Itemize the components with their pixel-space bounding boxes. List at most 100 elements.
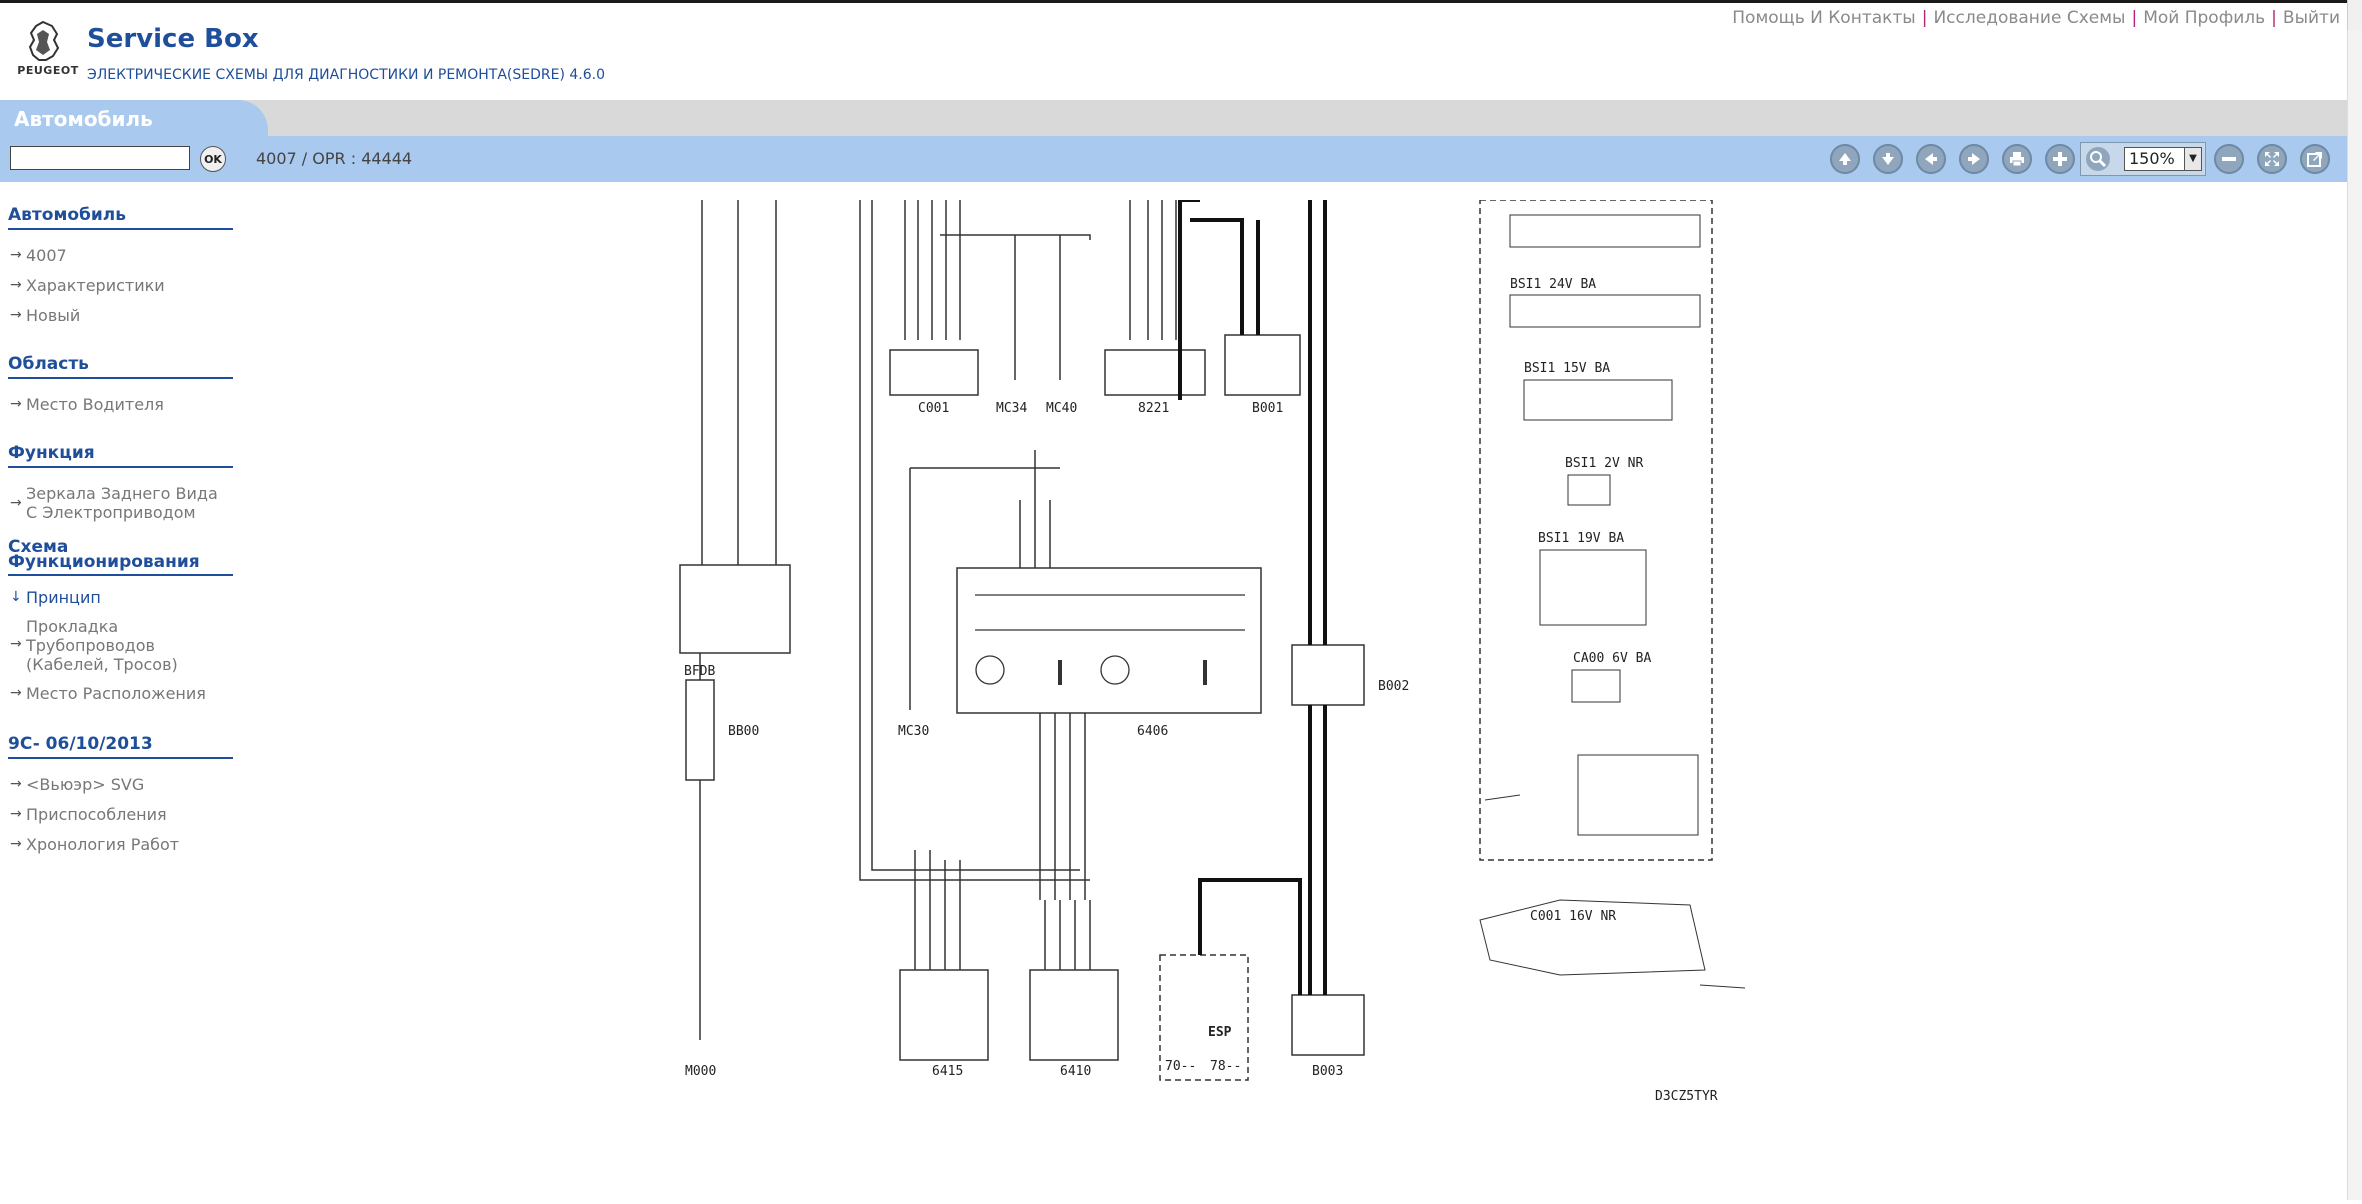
sidebar-item-label: Зеркала Заднего Вида С Электроприводом: [26, 484, 218, 522]
label-b002: B002: [1378, 679, 1409, 694]
arrow-right-icon: →: [10, 277, 22, 293]
logout-link[interactable]: Выйти: [2282, 8, 2340, 28]
sidebar-item-label: Принцип: [26, 588, 101, 607]
scroll-left-tool-button[interactable]: [1916, 144, 1946, 174]
sidebar-item-label: Приспособления: [26, 805, 167, 824]
label-reference: D3CZ5TYR: [1655, 1089, 1718, 1100]
arrow-right-icon: →: [10, 636, 22, 652]
label-6406: 6406: [1137, 724, 1168, 739]
top-links: Помощь И Контакты|Исследование Схемы|Мой…: [1732, 8, 2340, 28]
zoom-value: 150%: [2129, 149, 2175, 168]
label-6415: 6415: [932, 1064, 963, 1079]
help-contacts-link[interactable]: Помощь И Контакты: [1732, 8, 1916, 28]
tab-vehicle[interactable]: Автомобиль: [0, 100, 268, 136]
arrow-right-icon: →: [10, 247, 22, 263]
lion-icon: [28, 20, 60, 61]
sidebar-item-new[interactable]: →Новый: [8, 306, 233, 325]
section-version-title: 9C- 06/10/2013: [8, 735, 233, 759]
arrow-right-icon: →: [10, 495, 22, 511]
scroll-up-button[interactable]: [2347, 0, 2362, 30]
window-top-border: [0, 0, 2362, 3]
schema-research-link[interactable]: Исследование Схемы: [1933, 8, 2126, 28]
peugeot-logo: PEUGEOT: [8, 20, 80, 82]
arrow-right-icon: →: [10, 396, 22, 412]
label-c001-16v: C001 16V NR: [1530, 909, 1616, 924]
sidebar-item-history[interactable]: →Хронология Работ: [8, 835, 233, 854]
plus-icon: [2053, 152, 2067, 166]
section-vehicle-title: Автомобиль: [8, 206, 233, 230]
label-esp: ESP: [1208, 1025, 1232, 1040]
sidebar-item-location[interactable]: →Место Расположения: [8, 684, 233, 703]
arrow-right-icon: →: [10, 776, 22, 792]
scroll-right-tool-button[interactable]: [1959, 144, 1989, 174]
sidebar-item-driver-area[interactable]: →Место Водителя: [8, 395, 233, 414]
label-bfdb: BFDB: [684, 664, 715, 679]
arrow-right-icon: →: [10, 806, 22, 822]
breadcrumb: 4007 / OPR : 44444: [256, 149, 413, 168]
label-8221: 8221: [1138, 401, 1169, 416]
fit-to-window-button[interactable]: [2257, 144, 2287, 174]
vin-search-input[interactable]: [10, 146, 190, 170]
label-bsi1-15v: BSI1 15V BA: [1524, 361, 1610, 376]
label-m000: M000: [685, 1064, 716, 1079]
label-bsi1-2v: BSI1 2V NR: [1565, 456, 1643, 471]
sidebar-item-label: <Вьюэр> SVG: [26, 775, 145, 794]
label-esp-code: 78--: [1210, 1059, 1241, 1074]
sidebar-item-svg-viewer[interactable]: →<Вьюэр> SVG: [8, 775, 233, 794]
chevron-down-icon: ▼: [2184, 148, 2201, 170]
open-new-window-button[interactable]: [2300, 144, 2330, 174]
section-area-title: Область: [8, 355, 233, 379]
label-mc40: MC40: [1046, 401, 1077, 416]
scroll-down-tool-button[interactable]: [1873, 144, 1903, 174]
vertical-scrollbar[interactable]: [2347, 30, 2362, 1200]
tab-vehicle-label: Автомобиль: [14, 107, 153, 131]
arrow-left-icon: [1925, 153, 1937, 165]
app-title: Service Box: [87, 24, 259, 54]
label-bsi1-24v: BSI1 24V BA: [1510, 277, 1596, 292]
sidebar-item-label: 4007: [26, 246, 67, 265]
arrow-right-icon: [1968, 153, 1980, 165]
toolbar: [0, 136, 2348, 182]
zoom-in-button[interactable]: [2045, 144, 2075, 174]
minus-icon: [2222, 157, 2236, 161]
fit-window-icon: [2265, 152, 2279, 166]
zoom-select[interactable]: 150% ▼: [2124, 147, 2202, 171]
print-button[interactable]: [2002, 144, 2032, 174]
sidebar-item-4007[interactable]: →4007: [8, 246, 233, 265]
scroll-up-tool-button[interactable]: [1830, 144, 1860, 174]
label-abs-code: 70--: [1165, 1059, 1196, 1074]
arrow-right-icon: →: [10, 307, 22, 323]
section-function-title: Функция: [8, 444, 233, 468]
arrow-down-icon: ↓: [10, 589, 22, 605]
sidebar-item-label: Характеристики: [26, 276, 165, 295]
label-b003: B003: [1312, 1064, 1343, 1079]
sidebar-item-mirrors[interactable]: →Зеркала Заднего Вида С Электроприводом: [8, 484, 233, 522]
sidebar-item-label: Хронология Работ: [26, 835, 180, 854]
section-scheme-title: Схема Функционирования: [8, 539, 233, 576]
app-subtitle: ЭЛЕКТРИЧЕСКИЕ СХЕМЫ ДЛЯ ДИАГНОСТИКИ И РЕ…: [87, 67, 605, 83]
arrow-right-icon: →: [10, 836, 22, 852]
label-mc30: MC30: [898, 724, 929, 739]
label-bsi1-19v: BSI1 19V BA: [1538, 531, 1624, 546]
arrow-right-icon: →: [10, 685, 22, 701]
label-6410: 6410: [1060, 1064, 1091, 1079]
printer-icon: [2010, 152, 2024, 167]
zoom-out-button[interactable]: [2214, 144, 2244, 174]
sidebar-item-principle[interactable]: ↓Принцип: [8, 588, 233, 607]
label-c001: C001: [918, 401, 949, 416]
magnifier-icon[interactable]: [2085, 146, 2111, 172]
sidebar-item-label: Новый: [26, 306, 81, 325]
label-bb00: BB00: [728, 724, 759, 739]
sidebar-item-tools[interactable]: →Приспособления: [8, 805, 233, 824]
sidebar-item-label: Место Водителя: [26, 395, 164, 414]
wiring-diagram[interactable]: BFDB BB00 M000 C001 MC34 MC40 8221 B001 …: [660, 200, 1760, 1100]
ok-button[interactable]: OK: [200, 146, 226, 172]
sidebar-item-label: Место Расположения: [26, 684, 206, 703]
sidebar-item-characteristics[interactable]: →Характеристики: [8, 276, 233, 295]
label-ca00-6v: CA00 6V BA: [1573, 651, 1651, 666]
sidebar-item-routing[interactable]: →Прокладка Трубопроводов (Кабелей, Тросо…: [8, 617, 233, 674]
my-profile-link[interactable]: Мой Профиль: [2143, 8, 2266, 28]
sidebar: Автомобиль →4007 →Характеристики →Новый …: [8, 200, 233, 854]
arrow-up-icon: [1839, 153, 1851, 165]
arrow-down-icon: [1882, 153, 1894, 165]
